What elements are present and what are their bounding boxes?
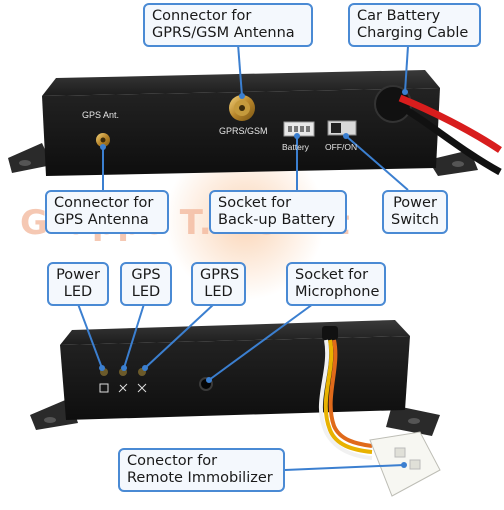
- leader-microphone: [208, 303, 314, 381]
- bottom-device-front-panel: [60, 336, 410, 420]
- red-charging-cable: [398, 94, 502, 153]
- leader-power-switch: [345, 135, 409, 191]
- power-led-icon: [99, 383, 109, 393]
- leader-immobilizer: [284, 464, 405, 471]
- gps-ant-label: GPS Ant.: [82, 110, 119, 120]
- off-on-label: OFF/ON: [325, 142, 357, 152]
- callout-gps-led: GPS LED: [120, 262, 172, 306]
- yellow-wire: [323, 339, 373, 454]
- callout-gprs-gsm-antenna: Connector for GPRS/GSM Antenna: [143, 3, 313, 47]
- top-device: [8, 70, 502, 176]
- leader-gps-led: [123, 303, 145, 369]
- leader-gprs-antenna: [237, 43, 243, 97]
- harness-grommet: [322, 326, 338, 340]
- gprs-gsm-label: GPRS/GSM: [219, 126, 268, 136]
- callout-gprs-led: GPRS LED: [191, 262, 246, 306]
- bottom-device-lid: [60, 320, 410, 345]
- gprs-led-icon: [137, 383, 147, 393]
- callout-car-battery: Car Battery Charging Cable: [348, 3, 481, 47]
- black-charging-cable: [398, 102, 502, 176]
- battery-label: Battery: [282, 142, 310, 152]
- top-device-front-panel: [42, 88, 440, 176]
- leader-power-led: [77, 303, 103, 369]
- callout-power-led: Power LED: [47, 262, 109, 306]
- callout-gps-antenna: Connector for GPS Antenna: [45, 190, 169, 234]
- gps-led-icon: [118, 383, 128, 393]
- callout-backup-battery: Socket for Back-up Battery: [209, 190, 347, 234]
- leader-lines: [77, 43, 409, 471]
- callout-power-switch: Power Switch: [382, 190, 448, 234]
- leader-car-battery: [404, 45, 409, 93]
- callout-microphone: Socket for Microphone: [286, 262, 386, 306]
- white-wire: [318, 339, 373, 460]
- bottom-device: [30, 320, 441, 497]
- top-left-flange-hole: [19, 160, 31, 166]
- leader-dots: [99, 89, 408, 468]
- leader-gprs-led: [144, 303, 215, 369]
- top-right-flange-hole: [452, 161, 464, 167]
- top-left-flange: [8, 143, 52, 173]
- orange-wire: [328, 339, 373, 448]
- callout-immobilizer: Conector for Remote Immobilizer: [118, 448, 285, 492]
